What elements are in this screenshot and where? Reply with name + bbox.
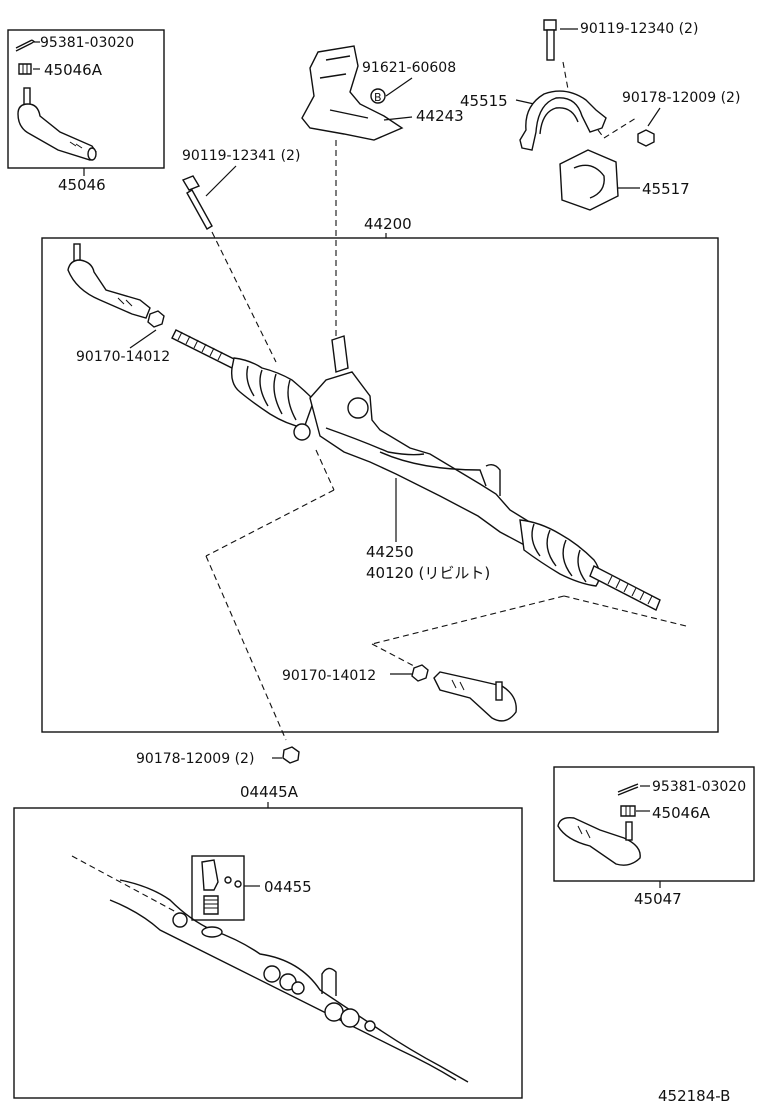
- boot-left-icon: [230, 357, 315, 429]
- kit-04445A: 04445A 04455: [13, 783, 523, 1099]
- label-45515: 45515: [460, 92, 508, 110]
- label-90178-12009-a: 90178-12009 (2): [622, 90, 740, 106]
- kit-part-04455-box: [191, 855, 245, 921]
- nut-right-icon: [411, 664, 429, 682]
- clamp-bolt-head-icon: [543, 19, 557, 31]
- steering-rack-body: [171, 329, 661, 611]
- inset-45046: 95381-03020 45046A 45046: [7, 29, 165, 194]
- label-90119-12340: 90119-12340 (2): [580, 21, 698, 37]
- castle-nut-icon: [18, 63, 32, 75]
- label-44200: 44200: [364, 215, 412, 233]
- tie-rod-end-right-icon: [433, 671, 517, 722]
- label-40120: 40120 (リビルト): [366, 564, 490, 582]
- tie-rod-end-left-icon: [67, 243, 151, 319]
- bushing-45517-icon: [559, 149, 619, 211]
- label-44250: 44250: [366, 543, 414, 561]
- tie-rod-end-45047-icon: [557, 816, 641, 866]
- pinion-shaft-icon: [331, 335, 349, 373]
- clamp-nut-icon: [637, 129, 655, 147]
- bracket-44243-icon: [301, 45, 404, 141]
- assembly-box-44200: [41, 237, 719, 733]
- label-95381-03020-b: 95381-03020: [652, 779, 746, 795]
- clamp-assembly: 90119-12340 (2) 45515 90178-12009 (2) 45…: [460, 19, 740, 211]
- label-91621-60608: 91621-60608: [362, 60, 456, 76]
- inset-box-45047: [553, 766, 755, 882]
- label-44243: 44243: [416, 107, 464, 125]
- label-45046A-b: 45046A: [652, 804, 711, 822]
- label-45047: 45047: [634, 890, 682, 908]
- kit-plug-icon: [201, 859, 242, 915]
- bolt-shank-icon: [186, 189, 213, 230]
- nut-left-icon: [147, 310, 165, 328]
- label-95381-03020-a: 95381-03020: [40, 35, 134, 51]
- clamp-45515-icon: [519, 90, 607, 151]
- cotter-pin-b-icon: [617, 783, 639, 796]
- tie-rod-end-45046-icon: [17, 87, 97, 161]
- bracket-44243: 91621-60608 B 44243: [301, 45, 464, 338]
- cotter-pin-icon: [15, 39, 36, 52]
- label-04445A: 04445A: [240, 783, 299, 801]
- figure-code: 452184-B: [658, 1087, 730, 1105]
- label-90119-12341: 90119-12341 (2): [182, 148, 300, 164]
- label-90178-12009-b: 90178-12009 (2): [136, 751, 254, 767]
- label-ref-b: B: [374, 91, 382, 104]
- label-90170-14012-right: 90170-14012: [282, 668, 376, 684]
- upper-bolt-90119-12341: 90119-12341 (2): [181, 148, 300, 363]
- kit-box-04445A: [13, 807, 523, 1099]
- castle-nut-b-icon: [620, 805, 636, 817]
- nut-bottom-icon: [282, 746, 300, 764]
- ref-b-circle: [370, 88, 386, 104]
- main-assembly-44200: 44200 90170-14012 4425: [41, 215, 719, 741]
- label-45046A-a: 45046A: [44, 61, 103, 79]
- label-45517: 45517: [642, 180, 690, 198]
- bolt-head-icon: [181, 175, 201, 191]
- inset-45047: 95381-03020 45046A 45047: [553, 766, 755, 908]
- inner-tie-rod-right: [589, 565, 661, 611]
- rack-housing-icon: [309, 371, 537, 550]
- kit-rack-outline-icon: [71, 855, 469, 1083]
- label-04455: 04455: [264, 878, 312, 896]
- label-90170-14012-left: 90170-14012: [76, 349, 170, 365]
- inset-box-45046: [7, 29, 165, 169]
- nut-90178-12009-bottom: 90178-12009 (2): [136, 746, 300, 767]
- label-45046: 45046: [58, 176, 106, 194]
